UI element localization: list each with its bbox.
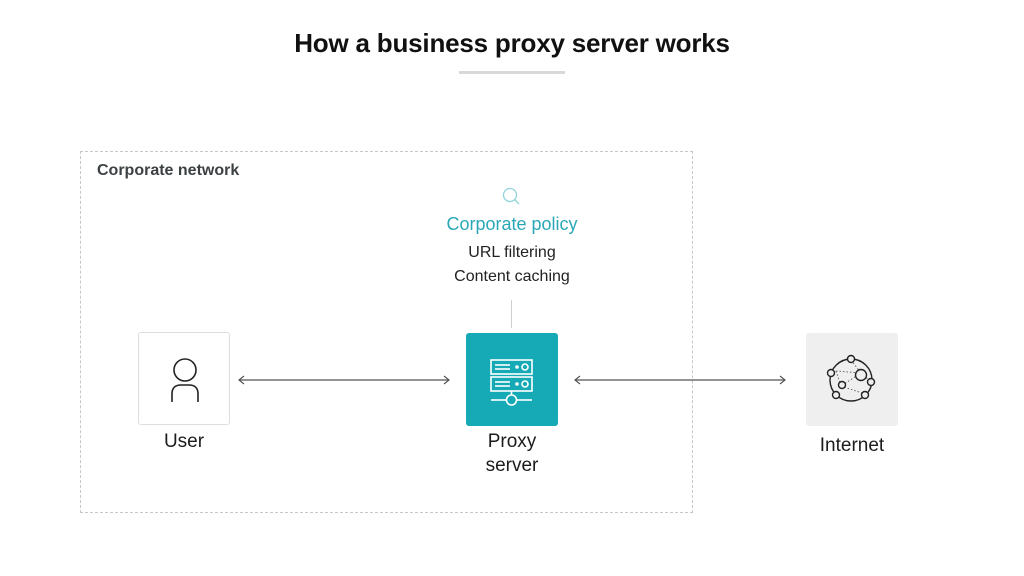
proxy-label-line1: Proxy [487,431,537,452]
user-proxy-arrow [238,375,450,385]
corporate-network-label: Corporate network [97,162,240,179]
proxy-server-node [466,333,558,426]
policy-title: Corporate policy [446,214,578,234]
proxy-label-line2: server [485,455,539,476]
title-underline [459,71,565,74]
user-icon [171,358,199,402]
user-label: User [163,431,205,452]
diagram-title: How a business proxy server works [294,28,730,58]
server-icon [490,359,533,406]
internet-label: Internet [819,435,885,456]
policy-item-url-filtering: URL filtering [468,244,556,261]
internet-node [806,333,898,426]
proxy-internet-arrow [574,375,786,385]
network-globe-icon [826,354,876,402]
policy-connector-line [511,300,512,328]
corporate-network-boundary [80,151,693,513]
user-node [138,332,230,425]
search-icon [502,187,520,205]
policy-item-content-caching: Content caching [454,268,570,285]
